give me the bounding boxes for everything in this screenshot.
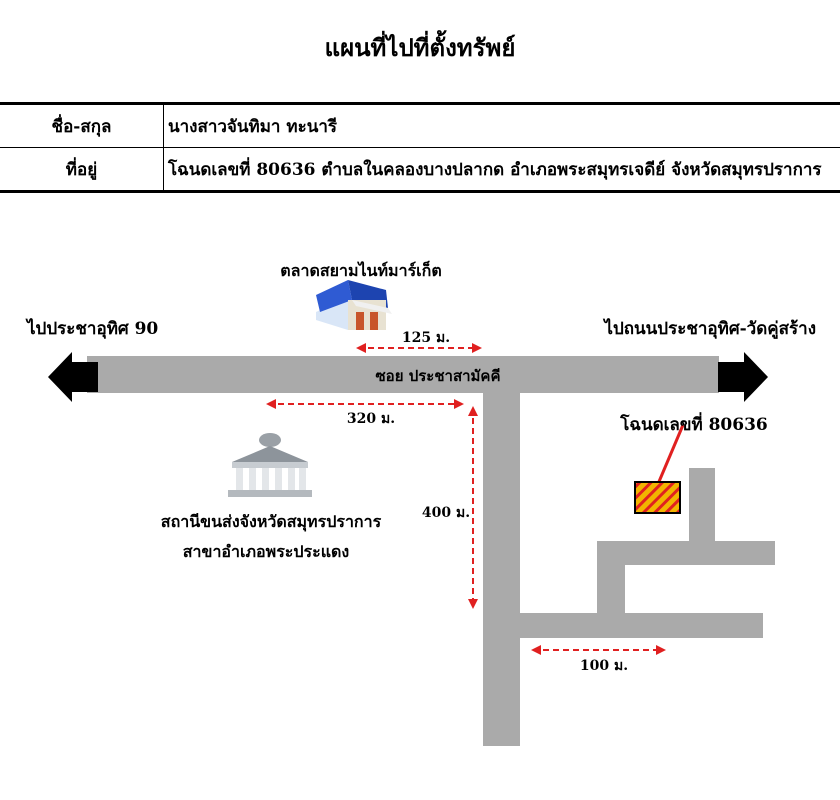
name-label: ชื่อ-สกุล [0, 102, 164, 148]
side-road-lower [520, 613, 763, 638]
right-arrow-icon [718, 352, 768, 402]
address-row: ที่อยู่ โฉนดเลขที่ 80636 ตำบลในคลองบางปล… [0, 147, 840, 193]
name-value: นางสาวจันทิมา ทะนารี [163, 102, 840, 148]
owner-info-table: ชื่อ-สกุล นางสาวจันทิมา ทะนารี ที่อยู่ โ… [0, 102, 840, 193]
government-building-icon [228, 433, 312, 497]
main-road [87, 356, 719, 393]
distance-400-label: 400 ม. [422, 505, 470, 521]
left-direction-label: ไปประชาอุทิศ 90 [25, 318, 158, 339]
name-row: ชื่อ-สกุล นางสาวจันทิมา ทะนารี [0, 102, 840, 148]
plot-marker [634, 481, 681, 514]
page-title: แผนที่ไปที่ตั้งทรัพย์ [324, 33, 516, 62]
distance-100-label: 100 ม. [580, 658, 628, 674]
side-road-upper [597, 541, 775, 565]
distance-320-label: 320 ม. [347, 411, 395, 427]
market-building-icon [316, 280, 392, 330]
government-label-line1: สถานีขนส่งจังหวัดสมุทรปราการ [161, 512, 382, 532]
address-label: ที่อยู่ [0, 147, 164, 193]
distance-125-label: 125 ม. [402, 330, 450, 346]
left-arrow-icon [48, 352, 98, 402]
government-label-line2: สาขาอำเภอพระประแดง [183, 542, 349, 561]
market-label: ตลาดสยามไนท์มาร์เก็ต [280, 259, 441, 280]
plot-pointer-line [656, 424, 685, 485]
right-direction-label: ไปถนนประชาอุทิศ-วัดคู่สร้าง [602, 318, 816, 340]
side-road-spur [689, 468, 715, 565]
address-value: โฉนดเลขที่ 80636 ตำบลในคลองบางปลากด อำเภ… [163, 147, 840, 193]
side-road-vertical [483, 390, 520, 746]
road-name-label: ซอย ประชาสามัคคี [376, 367, 501, 385]
roads [87, 356, 775, 746]
side-road-connector [597, 541, 625, 638]
plot-label: โฉนดเลขที่ 80636 [619, 412, 768, 435]
